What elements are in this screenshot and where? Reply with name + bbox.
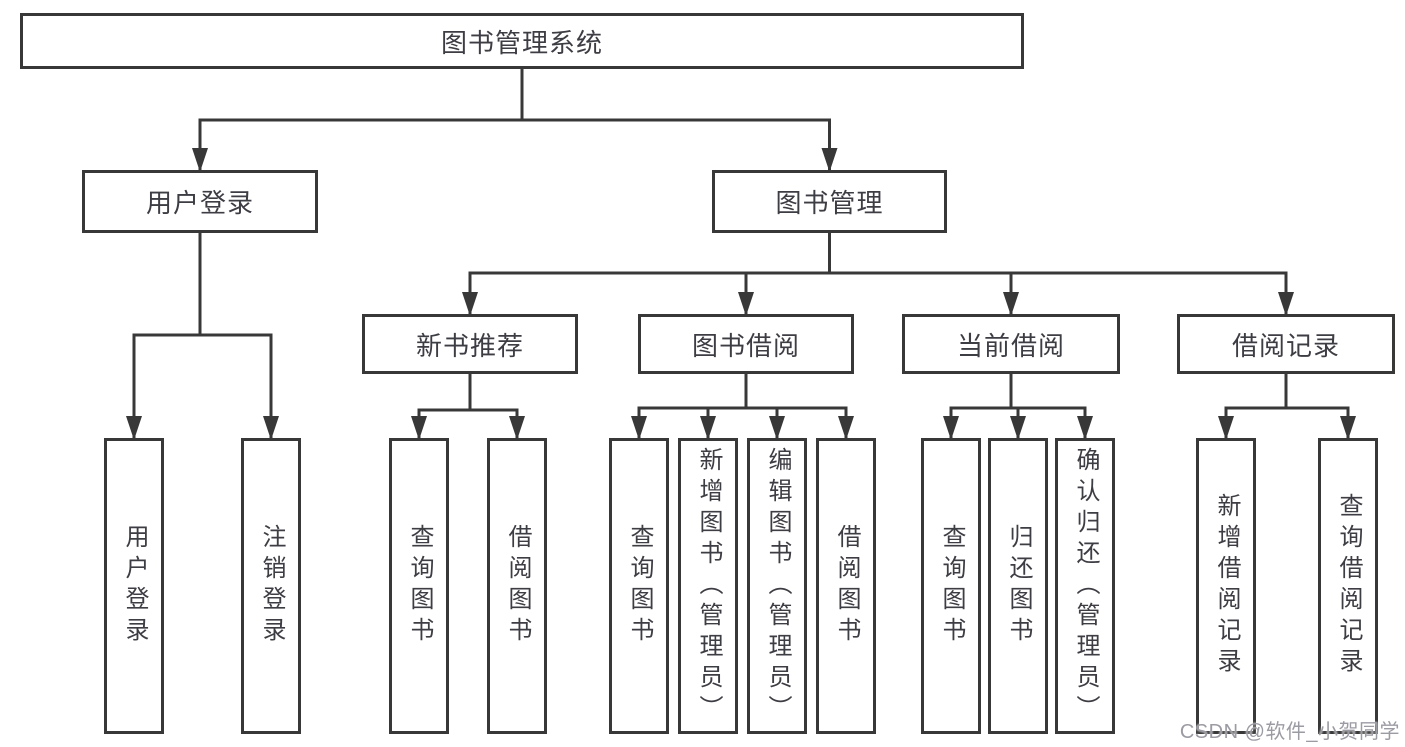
node-label-borrow-add: 新增图书（管理员） bbox=[695, 446, 722, 726]
connector-current bbox=[949, 373, 1087, 410]
node-label-root: 图书管理系统 bbox=[440, 27, 603, 58]
node-box-rec: 新书推荐 bbox=[362, 314, 578, 374]
node-box-borrow-edit: 编辑图书（管理员） bbox=[747, 438, 807, 734]
node-box-rec-borrow: 借阅图书 bbox=[487, 438, 547, 734]
connector-records bbox=[1224, 373, 1350, 410]
connector-rec bbox=[417, 373, 519, 412]
node-label-current: 当前借阅 bbox=[956, 330, 1065, 361]
node-box-rec2-query: 查询借阅记录 bbox=[1318, 438, 1378, 734]
node-label-records: 借阅记录 bbox=[1231, 330, 1340, 361]
watermark-text: CSDN @软件_小贺同学 bbox=[1179, 721, 1400, 743]
node-label-mgmt: 图书管理 bbox=[775, 188, 884, 218]
node-box-mgmt: 图书管理 bbox=[712, 170, 947, 233]
node-label-cur-confirm: 确认归还（管理员） bbox=[1072, 446, 1099, 726]
connector-mgmt bbox=[468, 232, 1288, 275]
node-label-borrow-borrow: 借阅图书 bbox=[833, 524, 860, 648]
node-box-borrow-query: 查询图书 bbox=[609, 438, 669, 734]
node-label-borrow-query: 查询图书 bbox=[626, 524, 653, 648]
node-box-rec2-add: 新增借阅记录 bbox=[1196, 438, 1256, 734]
node-label-rec: 新书推荐 bbox=[415, 330, 524, 361]
node-label-rec2-query: 查询借阅记录 bbox=[1335, 493, 1362, 679]
node-box-rec-query: 查询图书 bbox=[389, 438, 449, 734]
node-box-login: 用户登录 bbox=[82, 170, 318, 233]
node-label-login-logout: 注销登录 bbox=[258, 524, 285, 648]
node-label-cur-return: 归还图书 bbox=[1005, 524, 1032, 648]
node-box-current: 当前借阅 bbox=[902, 314, 1120, 374]
node-label-borrow-edit: 编辑图书（管理员） bbox=[764, 446, 791, 726]
node-label-login: 用户登录 bbox=[145, 188, 254, 218]
node-box-login-user: 用户登录 bbox=[104, 438, 164, 734]
node-label-login-user: 用户登录 bbox=[121, 524, 148, 648]
node-box-borrow: 图书借阅 bbox=[638, 314, 854, 374]
node-box-borrow-borrow: 借阅图书 bbox=[816, 438, 876, 734]
connector-borrow bbox=[637, 373, 848, 410]
node-label-rec2-add: 新增借阅记录 bbox=[1213, 493, 1240, 679]
node-box-cur-return: 归还图书 bbox=[988, 438, 1048, 734]
node-box-records: 借阅记录 bbox=[1177, 314, 1395, 374]
connector-root bbox=[198, 68, 831, 122]
node-label-rec-query: 查询图书 bbox=[406, 524, 433, 648]
node-label-rec-borrow: 借阅图书 bbox=[504, 524, 531, 648]
node-box-cur-confirm: 确认归还（管理员） bbox=[1055, 438, 1115, 734]
connector-login bbox=[132, 232, 273, 337]
node-box-login-logout: 注销登录 bbox=[241, 438, 301, 734]
node-box-borrow-add: 新增图书（管理员） bbox=[678, 438, 738, 734]
node-box-cur-query: 查询图书 bbox=[921, 438, 981, 734]
node-label-cur-query: 查询图书 bbox=[938, 524, 965, 648]
node-label-borrow: 图书借阅 bbox=[691, 330, 800, 361]
node-box-root: 图书管理系统 bbox=[20, 13, 1024, 69]
